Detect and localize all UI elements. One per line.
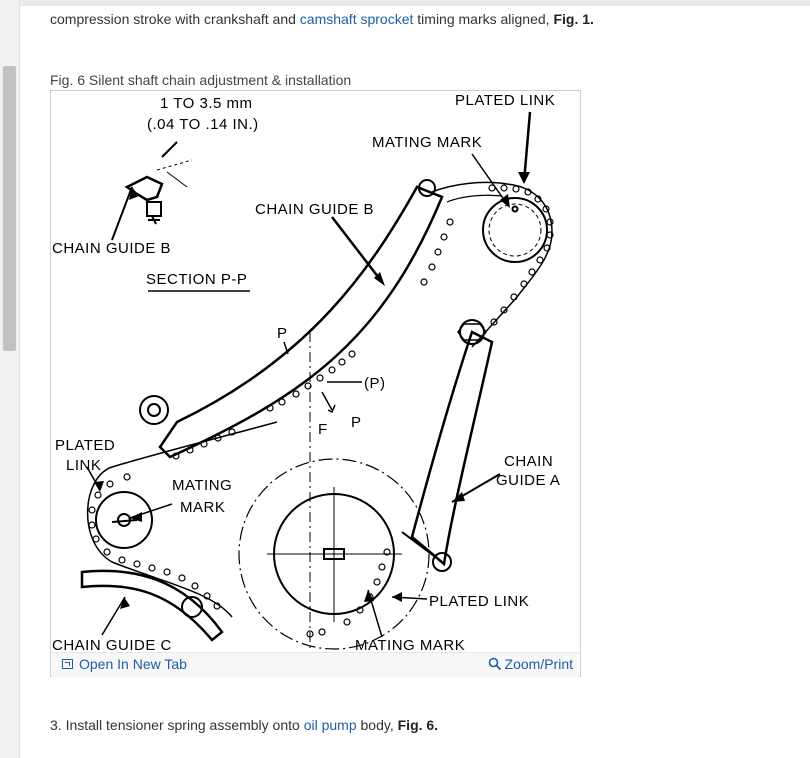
label-plated-link-top: PLATED LINK [455,92,555,109]
label-chain-guide-c: CHAIN GUIDE C [52,637,172,652]
zoom-print-link[interactable]: Zoom/Print [488,656,573,672]
new-tab-icon [62,659,73,669]
figure-container: 1 TO 3.5 mm (.04 TO .14 IN.) PLATED LINK… [50,90,581,677]
label-dimension-in: (.04 TO .14 IN.) [147,116,259,133]
label-dimension-mm: 1 TO 3.5 mm [160,95,252,112]
label-chain-guide-b: CHAIN GUIDE B [255,201,374,218]
label-chain-guide-a-2: GUIDE A [496,472,560,489]
magnifier-icon [488,657,501,671]
label-mating-mark-top: MATING MARK [372,134,482,151]
paragraph-bottom: 3. Install tensioner spring assembly ont… [50,717,438,733]
label-section-p-p: SECTION P-P [146,271,247,288]
oil-pump-link[interactable]: oil pump [303,717,357,733]
label-p-lower: P [351,414,362,431]
paragraph-text: 3. Install tensioner spring assembly ont… [50,717,304,733]
label-mating-mark-left-1: MATING [172,477,232,494]
label-chain-guide-b-left: CHAIN GUIDE B [52,240,171,257]
timing-chain-diagram: 1 TO 3.5 mm (.04 TO .14 IN.) PLATED LINK… [52,92,560,652]
scrollbar-thumb[interactable] [3,66,16,351]
label-mating-mark-left-2: MARK [180,499,225,516]
paragraph-text: compression stroke with crankshaft and [50,11,300,27]
top-bar [0,0,810,6]
camshaft-sprocket-link[interactable]: camshaft sprocket [299,11,414,27]
label-p-upper: P [277,325,288,342]
open-in-new-tab-link[interactable]: Open In New Tab [62,656,187,672]
figure-reference: Fig. 6. [397,717,439,733]
figure-reference: Fig. 1. [553,11,594,27]
label-mating-mark-bottom: MATING MARK [355,637,465,652]
label-chain-guide-a-1: CHAIN [504,453,553,470]
label-plated-link-bottom: PLATED LINK [429,593,529,610]
zoom-print-label: Zoom/Print [504,656,573,672]
paragraph-text: timing marks aligned, [413,11,554,27]
label-plated-link-left-2: LINK [66,457,101,474]
open-in-new-tab-label: Open In New Tab [79,656,187,672]
paragraph-text: body, [356,717,398,733]
label-p-paren: (P) [364,375,386,392]
figure-caption: Fig. 6 Silent shaft chain adjustment & i… [50,72,352,88]
label-f: F [318,421,328,438]
scrollbar[interactable] [0,0,20,758]
label-plated-link-left-1: PLATED [55,437,115,454]
paragraph-top: compression stroke with crankshaft and c… [50,11,594,27]
figure-footer: Open In New Tab Zoom/Print [52,652,579,677]
